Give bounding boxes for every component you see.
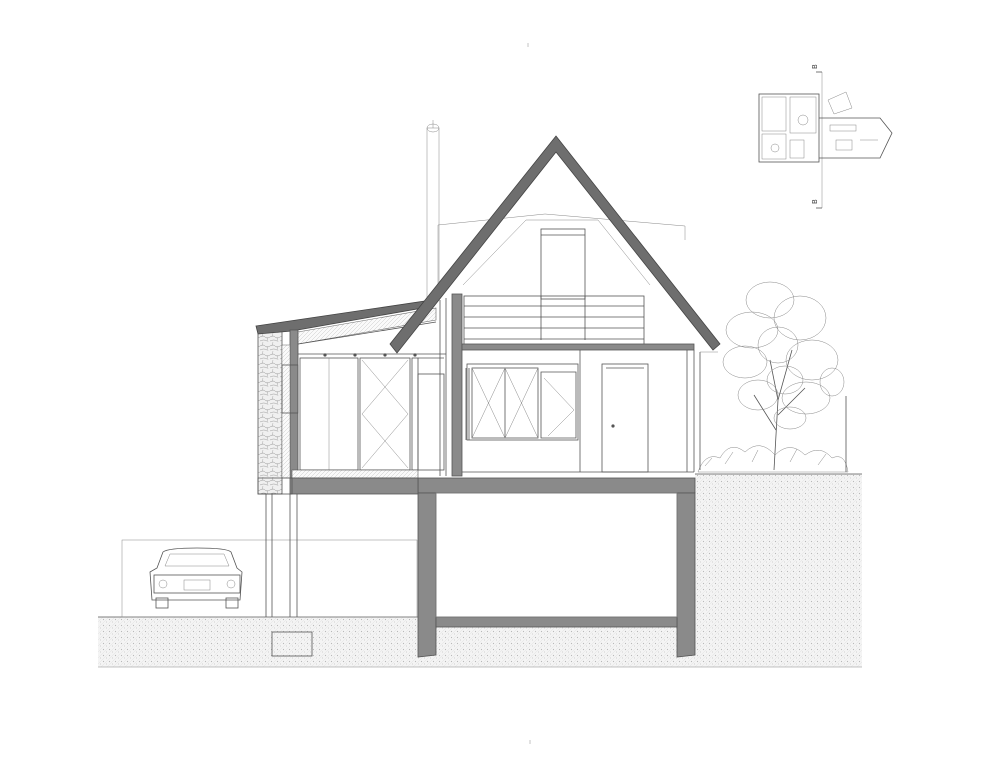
stone-wall xyxy=(257,329,283,495)
basement-wall-right xyxy=(676,492,696,658)
main-gable xyxy=(389,135,721,477)
left-wing-roof xyxy=(255,299,435,335)
living-window xyxy=(465,363,579,441)
basement-wall-left xyxy=(417,492,437,658)
ground-right-embankment xyxy=(695,474,862,667)
main-roof xyxy=(389,135,721,354)
ground-floor-slab xyxy=(417,477,696,494)
section-marker-bottom: B xyxy=(811,199,819,204)
balustrade xyxy=(463,295,645,347)
ground-under-basement xyxy=(418,626,695,667)
sliding-door-right xyxy=(359,357,411,471)
carport xyxy=(121,494,418,657)
left-wing xyxy=(255,299,446,495)
tree xyxy=(722,281,845,471)
car xyxy=(149,547,243,609)
basement-floor xyxy=(435,616,678,628)
ground-left xyxy=(98,617,418,667)
key-plan: B B xyxy=(758,64,893,209)
section-marker-top: B xyxy=(811,64,819,69)
fence xyxy=(699,351,847,472)
ceiling-lights xyxy=(323,353,417,357)
basement xyxy=(417,477,696,658)
shrubs xyxy=(697,445,849,473)
interior-door xyxy=(601,363,649,473)
ground xyxy=(98,473,862,668)
attic-window xyxy=(540,228,586,300)
